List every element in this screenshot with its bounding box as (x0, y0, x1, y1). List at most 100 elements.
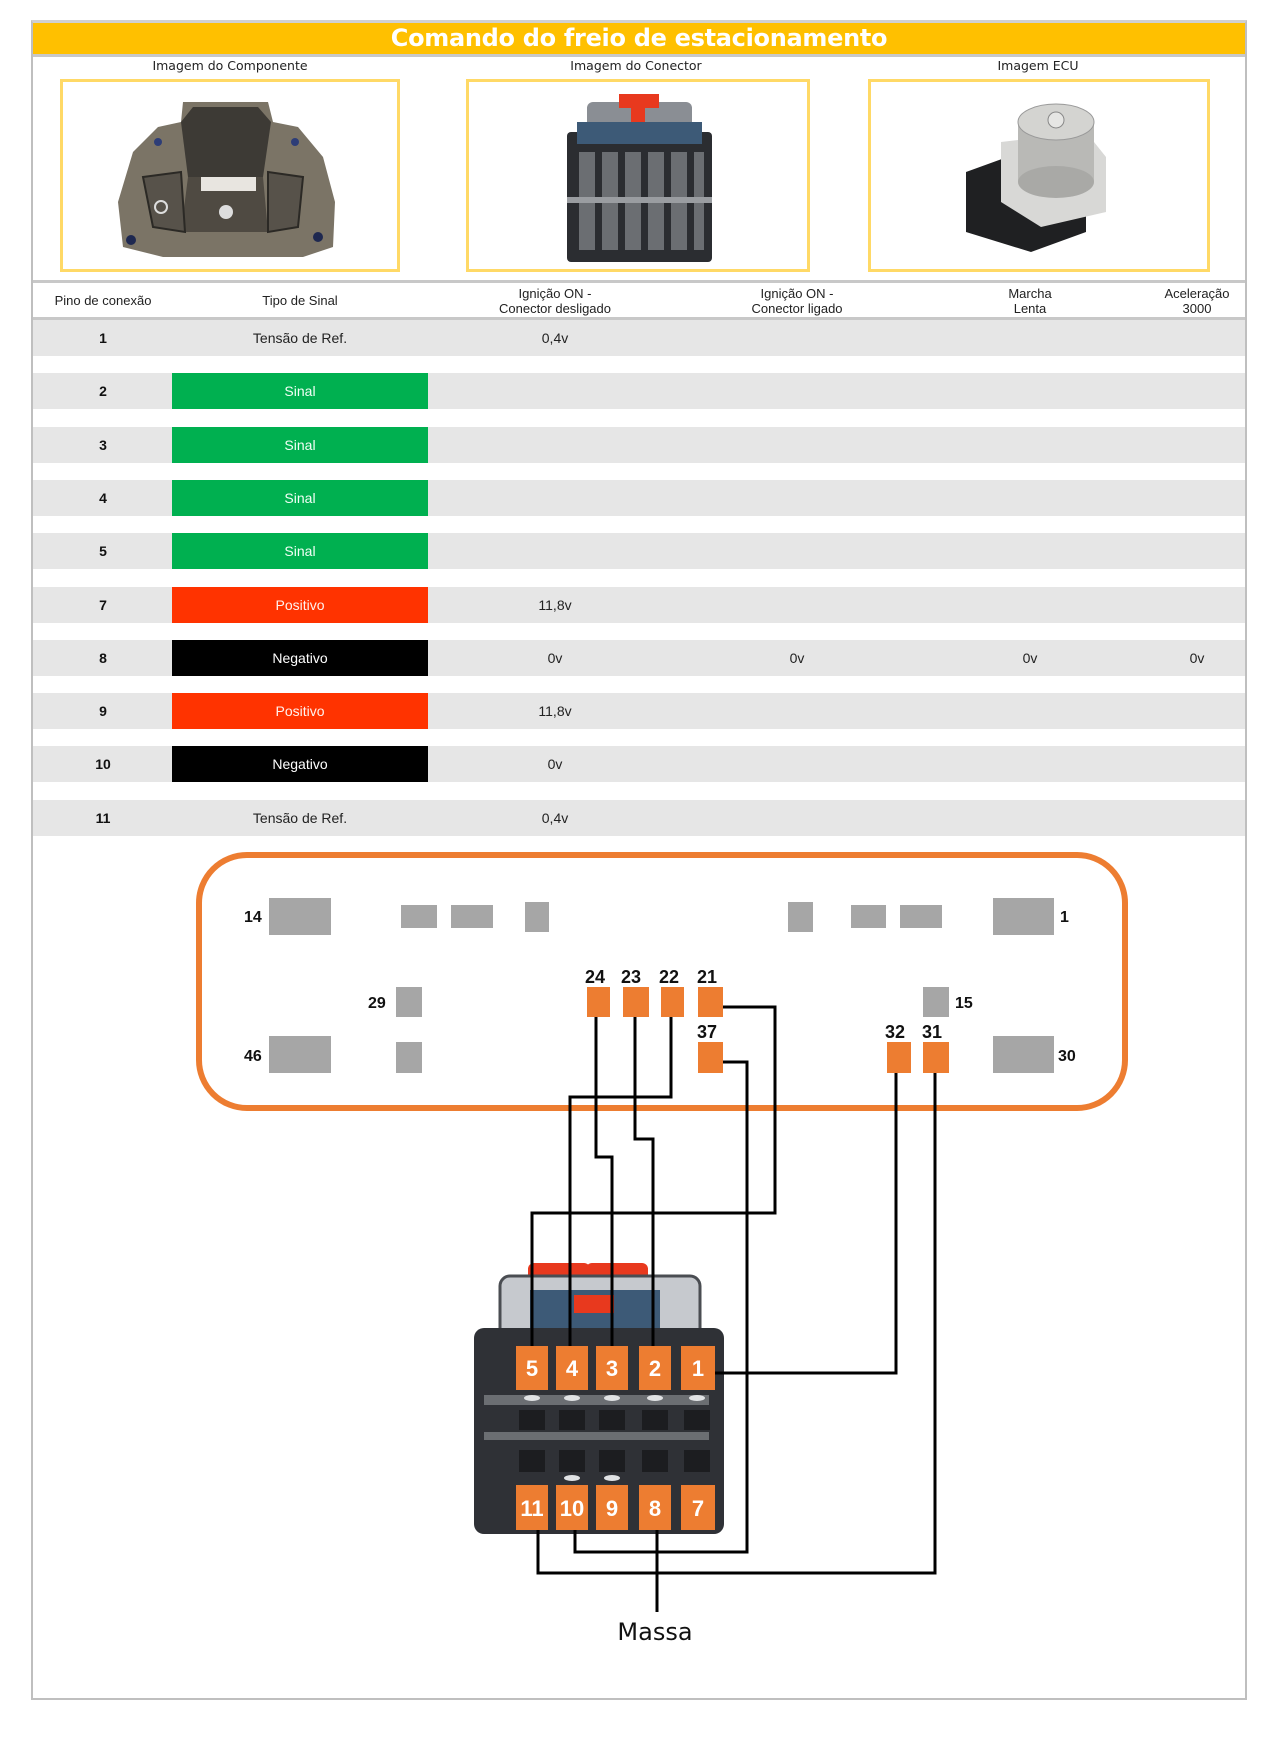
pin-number: 9 (99, 703, 107, 720)
wire-23-to-2 (633, 1017, 655, 1346)
value-acceleration: 0v (1189, 649, 1205, 666)
value-ign-on-disconnected: 0v (547, 649, 563, 666)
pin-number: 5 (99, 543, 107, 560)
value-ign-on-disconnected: 0,4v (541, 330, 569, 346)
ecu-label-22: 22 (659, 967, 679, 987)
table-row: Sinal 5 (33, 533, 1245, 570)
wire-31-to-11 (536, 1073, 937, 1575)
wire-21-to-5 (530, 1005, 777, 1346)
value-ign-on-disconnected: 11,8v (538, 596, 572, 613)
value-ign-on-disconnected: 0v (547, 756, 563, 773)
ecu-label-23: 23 (621, 967, 641, 987)
connector-image (466, 79, 810, 272)
col-header-line-2: Conector ligado (751, 300, 843, 316)
signal-type-cell: Sinal (172, 533, 428, 570)
ecu-pin-14 (269, 898, 331, 935)
col-header-signal-type-text: Tipo de Sinal (262, 293, 338, 308)
col-header-line-1: Ignição ON - (760, 285, 834, 301)
ecu-label-29: 29 (368, 995, 386, 1012)
ecu-label-14: 14 (244, 909, 262, 926)
component-pin-4 (556, 1346, 588, 1390)
ecu-label-30: 30 (1058, 1048, 1076, 1065)
pin-number: 8 (99, 649, 107, 666)
ecu-pin-blank (525, 902, 549, 932)
table-row: Tensão de Ref. 11 0,4v (33, 799, 1245, 836)
ecu-label-31: 31 (922, 1022, 942, 1042)
ecu-pin-29 (396, 987, 422, 1017)
col-header-line-1: Marcha (1008, 285, 1052, 301)
ecu-label-15: 15 (955, 995, 973, 1012)
component-pin-5 (516, 1346, 548, 1390)
col-header-ign-on-connected: Ignição ON - Conector ligado (751, 283, 842, 318)
component-pin-10 (556, 1485, 588, 1530)
ecu-label-46: 46 (244, 1048, 262, 1065)
signal-type-cell: Positivo (172, 586, 428, 623)
ecu-pin-37 (698, 1042, 723, 1073)
table-row: Sinal 3 (33, 426, 1245, 463)
ecu-pin-blank (396, 1042, 422, 1073)
ecu-pin-24 (587, 987, 610, 1017)
col-header-pin-text: Pino de conexão (54, 293, 152, 308)
value-ign-on-disconnected: 0,4v (541, 809, 569, 826)
ecu-pin-30 (993, 1036, 1054, 1073)
table-row: Negativo 8 0v 0v 0v 0v (33, 639, 1245, 676)
component-label-8: 8 (649, 1496, 661, 1521)
ecu-pin-blank (788, 902, 813, 932)
component-label-1: 1 (692, 1356, 704, 1381)
pin-number: 4 (99, 489, 107, 506)
signal-type-cell: Sinal (172, 373, 428, 410)
signal-type-cell: Sinal (172, 479, 428, 516)
connector-photo (567, 94, 712, 262)
wire-24-to-3 (594, 1017, 614, 1346)
col-header-line-2: Lenta (1013, 300, 1047, 316)
component-image-label: Imagem do Componente (152, 58, 308, 73)
ecu-image-label: Imagem ECU (997, 58, 1079, 73)
ecu-pin-blank (900, 905, 942, 928)
col-header-ign-on-disconnected: Ignição ON - Conector desligado (499, 283, 611, 318)
ecu-connector-outline (196, 852, 1128, 1111)
component-pin-1 (681, 1346, 715, 1390)
ecu-pin-23 (623, 987, 649, 1017)
col-header-line-1: Ignição ON - (518, 285, 592, 301)
table-row: Negativo 10 0v (33, 746, 1245, 783)
col-header-pin: Pino de conexão (55, 283, 152, 318)
ecu-pin-blank (851, 905, 886, 928)
ecu-image (868, 79, 1210, 272)
signal-type-cell: Sinal (172, 426, 428, 463)
wires (530, 1005, 937, 1612)
pin-number: 2 (99, 383, 107, 400)
component-label-5: 5 (526, 1356, 538, 1381)
component-pin-3 (596, 1346, 628, 1390)
ecu-label-32: 32 (885, 1022, 905, 1042)
pin-number: 11 (95, 809, 111, 826)
component-label-9: 9 (606, 1496, 618, 1521)
value-idle: 0v (1022, 649, 1038, 666)
ecu-pin-21 (698, 987, 723, 1017)
component-pin-9 (596, 1485, 628, 1530)
ecu-pin-15 (923, 987, 949, 1017)
signal-type-cell: Positivo (172, 693, 428, 730)
ecu-pin-46 (269, 1036, 331, 1073)
header-divider-bottom (33, 317, 1245, 320)
col-header-idle: Marcha Lenta (1008, 283, 1051, 318)
table-row: Sinal 2 (33, 373, 1245, 410)
ecu-pin-1 (993, 898, 1054, 935)
signal-type-cell: Tensão de Ref. (252, 330, 348, 346)
col-header-line-2: 3000 (1182, 300, 1212, 316)
ecu-label-21: 21 (697, 967, 717, 987)
component-label-7: 7 (692, 1496, 704, 1521)
table-row: Tensão de Ref. 1 0,4v (33, 320, 1245, 356)
pin-number: 10 (95, 756, 111, 773)
ecu-label-24: 24 (585, 967, 605, 987)
table-row: Positivo 9 11,8v (33, 693, 1245, 730)
abs-ecu-photo (966, 103, 1106, 252)
component-pin-2 (639, 1346, 671, 1390)
wire-32-to-1 (715, 1073, 898, 1375)
component-label-3: 3 (606, 1356, 618, 1381)
col-header-line-1: Aceleração (1164, 285, 1230, 301)
wire-22-to-4 (568, 1017, 673, 1346)
component-pin-8 (639, 1485, 671, 1530)
pin-number: 7 (99, 596, 107, 613)
pin-number: 1 (99, 330, 107, 346)
